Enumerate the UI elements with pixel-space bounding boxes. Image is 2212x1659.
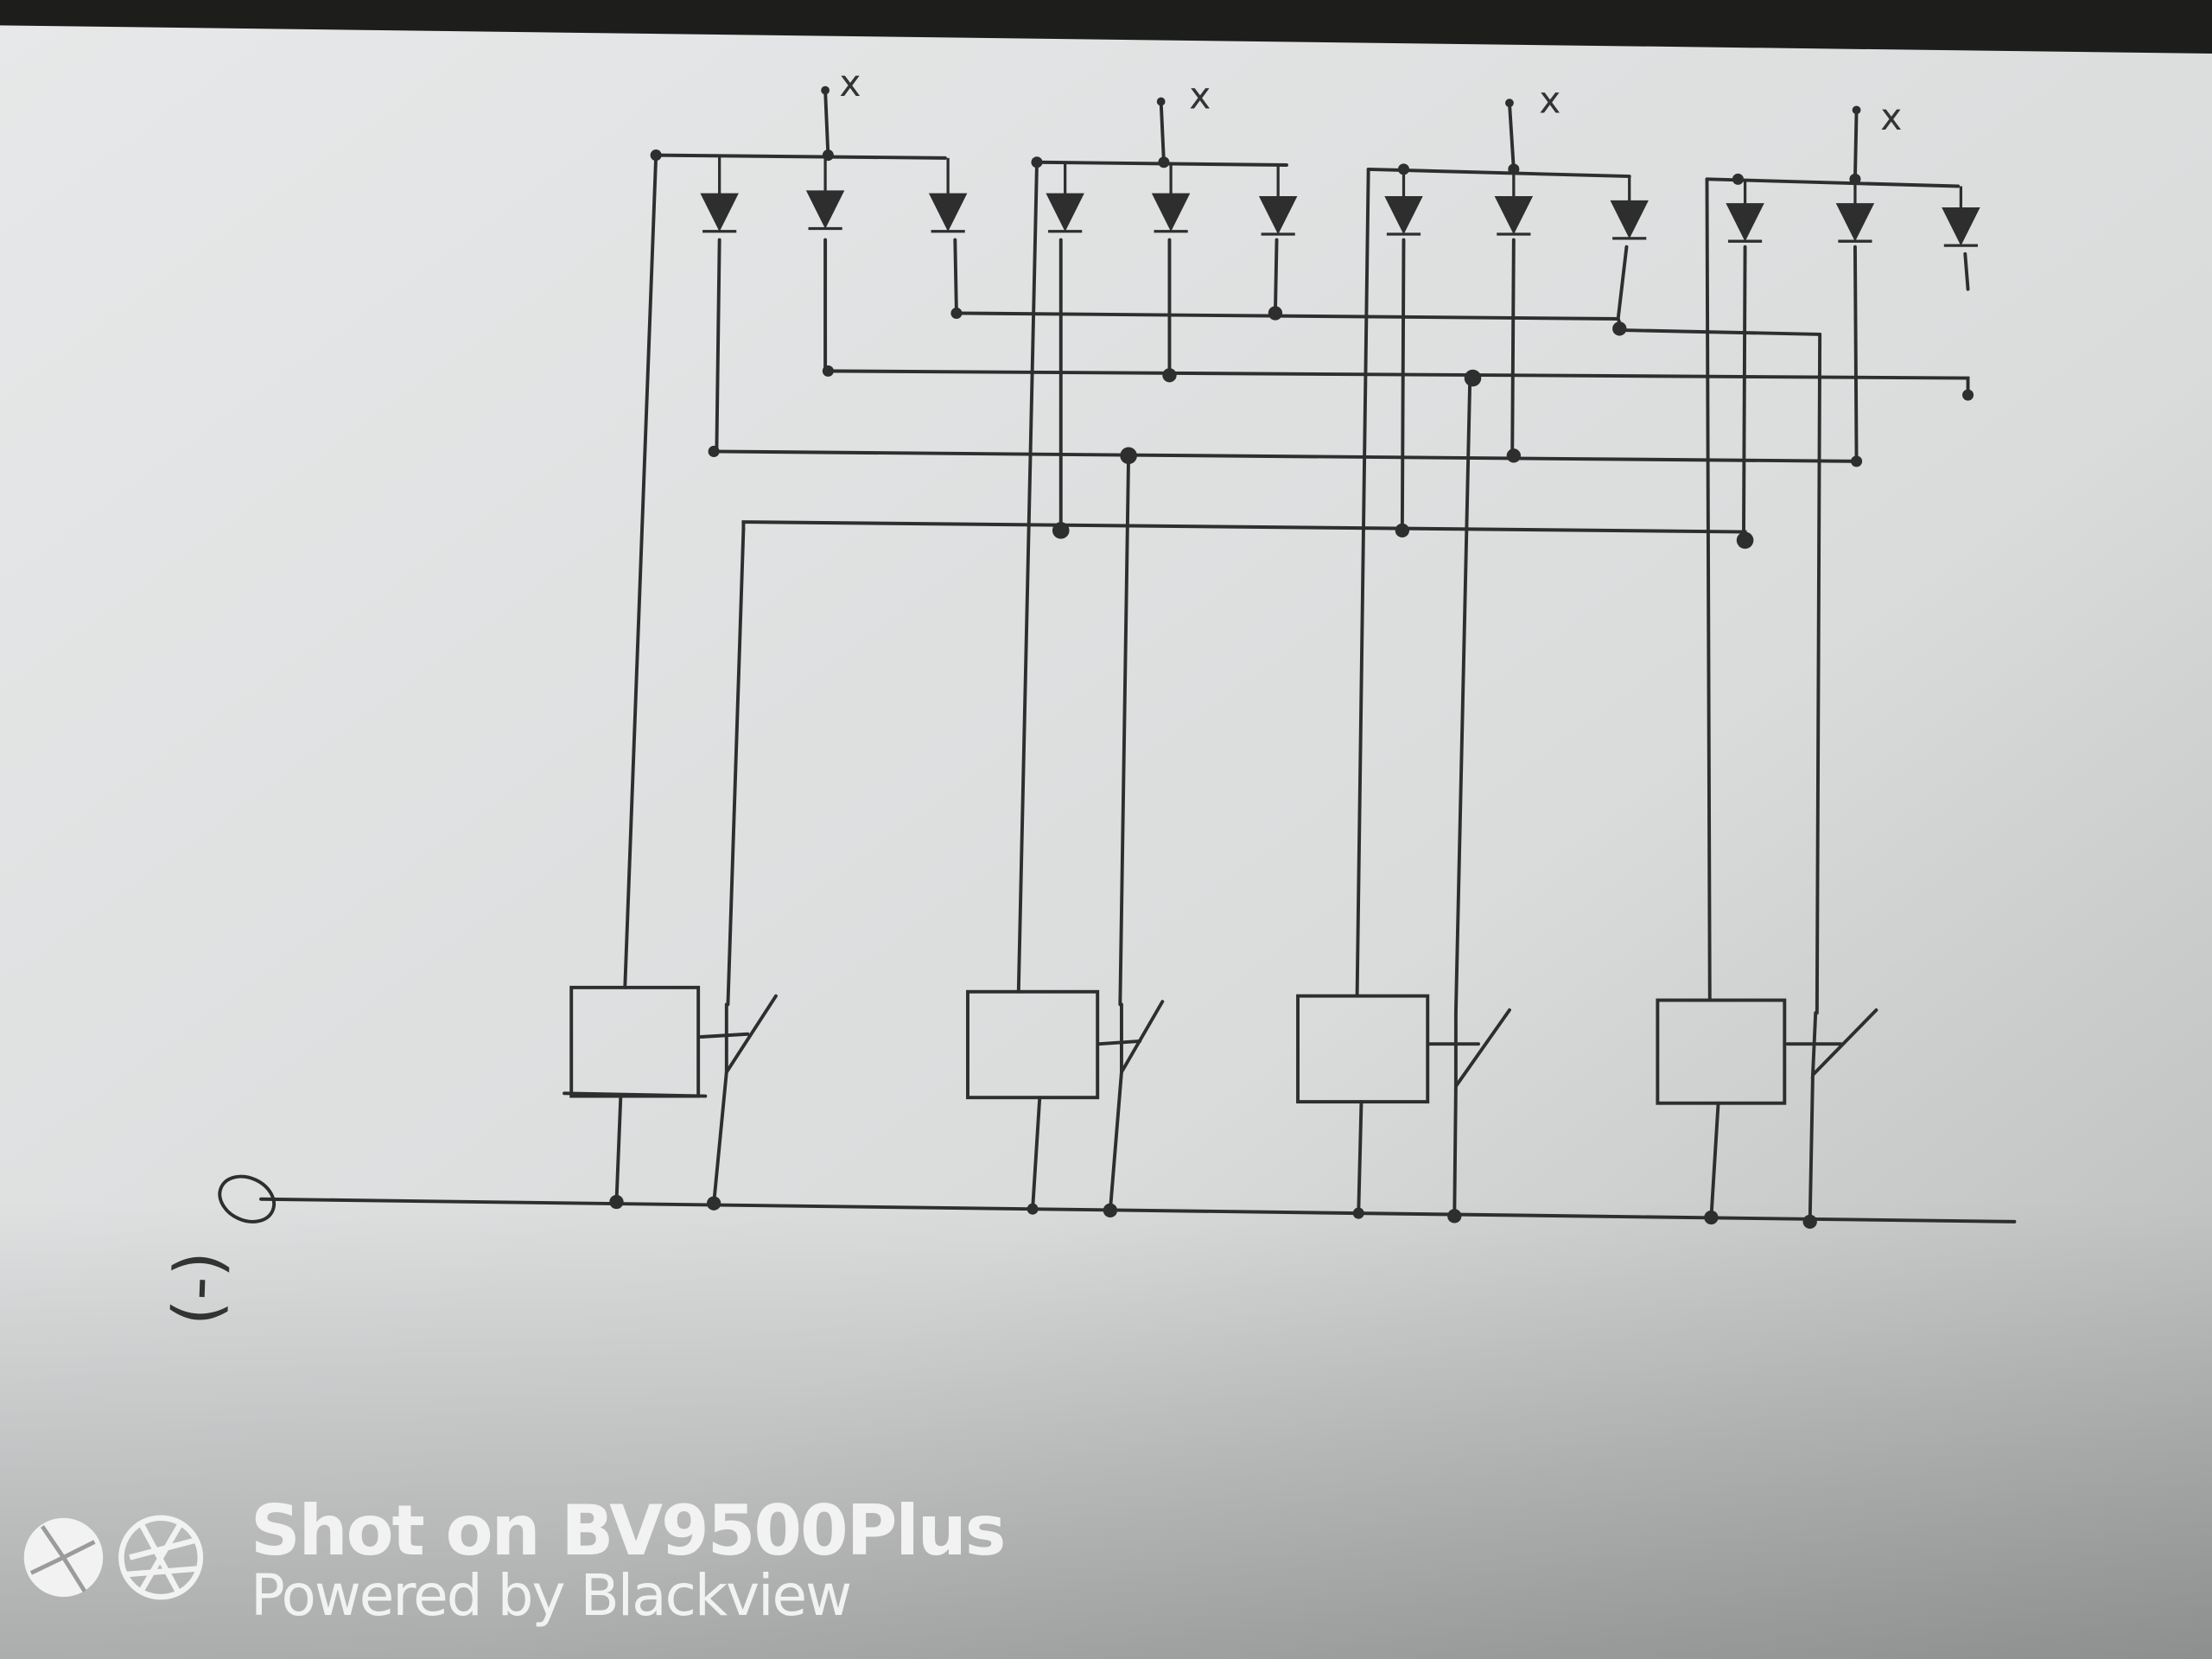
junction-dots	[609, 86, 1974, 1230]
watermark-line-1: Shot on BV9500Plus	[251, 1491, 1006, 1571]
output-mark-2: x	[1189, 76, 1211, 118]
relay-1	[563, 985, 778, 1205]
output-mark-3: x	[1539, 80, 1560, 123]
output-mark-4: x	[1880, 97, 1902, 139]
output-mark-1: x	[839, 63, 861, 105]
relay-2	[966, 989, 1165, 1212]
negative-bus	[259, 1197, 2017, 1224]
terminal-label: (-)	[158, 1250, 237, 1327]
watermark-line-2: Powered by Blackview	[251, 1562, 852, 1629]
bus-wire-3	[710, 449, 1861, 463]
camera-shutter-icon	[23, 1517, 104, 1598]
diode-group-4	[1705, 108, 1961, 188]
diode-group-3	[1366, 101, 1631, 179]
relay-4	[1656, 998, 1878, 1224]
terminal-circle	[218, 1174, 276, 1224]
relay-3	[1296, 994, 1511, 1218]
aperture-icon	[118, 1515, 204, 1600]
diodes	[700, 155, 1980, 247]
diode-group-1	[654, 88, 947, 160]
